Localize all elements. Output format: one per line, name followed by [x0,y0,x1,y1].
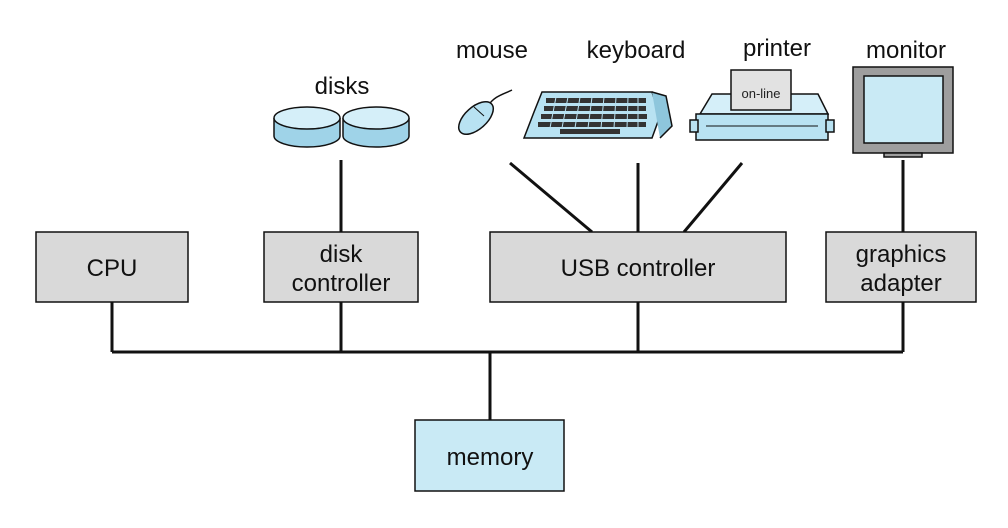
disk-icon [273,106,341,148]
mouse-label: mouse [456,37,528,64]
memory-box: memory [414,419,565,492]
graphics-adapter-label-line1: graphics [856,241,947,268]
keyboard-label: keyboard [587,37,686,64]
disk-controller-label-line1: disk [320,241,364,268]
printer-icon: on-line [689,69,835,141]
disks-label: disks [315,73,370,100]
monitor-label: monitor [866,37,946,64]
monitor-icon [852,66,954,158]
keyboard-icon [522,91,673,139]
mouse-icon [457,89,513,136]
connection-lines [110,160,905,420]
cpu-box: CPU [35,231,189,303]
graphics-adapter-label-line2: adapter [860,270,941,297]
usb-controller-box: USB controller [489,231,787,303]
graphics-adapter-box: graphics adapter [825,231,977,303]
usb-controller-label: USB controller [561,255,716,282]
printer-label: printer [743,35,811,62]
printer-paper-label: on-line [741,86,780,101]
disk-controller-label-line2: controller [292,270,391,297]
printer-link [682,162,744,233]
mouse-link [509,161,593,234]
memory-label: memory [447,444,534,471]
disk-controller-box: disk controller [263,231,419,303]
disk-icon [342,106,410,148]
cpu-label: CPU [87,255,138,282]
